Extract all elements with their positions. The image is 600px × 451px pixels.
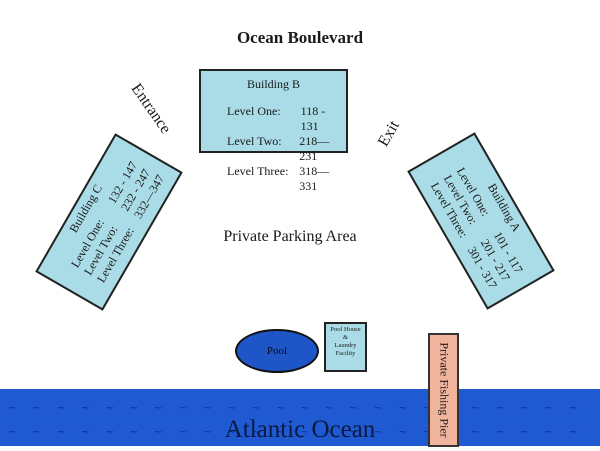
street-label: Ocean Boulevard	[236, 28, 364, 47]
wave-pattern: ~~~~~~~~~~~~~~~~~~~~~~~~~~~~~~~~~~~~~~	[8, 403, 592, 414]
building-b-level-two: Level Two:218—231	[227, 134, 330, 163]
parking-area-label: Private Parking Area	[223, 228, 357, 245]
pool-label: Pool	[266, 345, 288, 357]
building-b-level-one: Level One:118 - 131	[227, 104, 326, 133]
entrance-label: Entrance	[127, 80, 175, 137]
building-b-level-three: Level Three:318—331	[227, 164, 330, 193]
building-c[interactable]: Building C Level One:132 - 147 Level Two…	[35, 133, 183, 311]
exit-label: Exit	[374, 117, 403, 150]
pool-house[interactable]: Pool House & Laundry Facility	[324, 322, 367, 372]
wave-pattern: ~~~~~~~~~~~~~~~~~~~~~~~~~~~~~~~~~~~~~~	[8, 427, 592, 438]
pier-label: Private Fishing Pier	[437, 342, 451, 438]
fishing-pier[interactable]: Private Fishing Pier	[428, 333, 459, 447]
atlantic-ocean: ~~~~~~~~~~~~~~~~~~~~~~~~~~~~~~~~~~~~~~ ~…	[0, 389, 600, 446]
pool[interactable]: Pool	[235, 329, 319, 373]
building-b-name: Building B	[246, 77, 300, 91]
building-b[interactable]: Building B Level One:118 - 131 Level Two…	[199, 69, 348, 193]
building-a[interactable]: Building A Level One:101 - 117 Level Two…	[407, 132, 555, 310]
ocean-label: Atlantic Ocean	[224, 416, 376, 443]
